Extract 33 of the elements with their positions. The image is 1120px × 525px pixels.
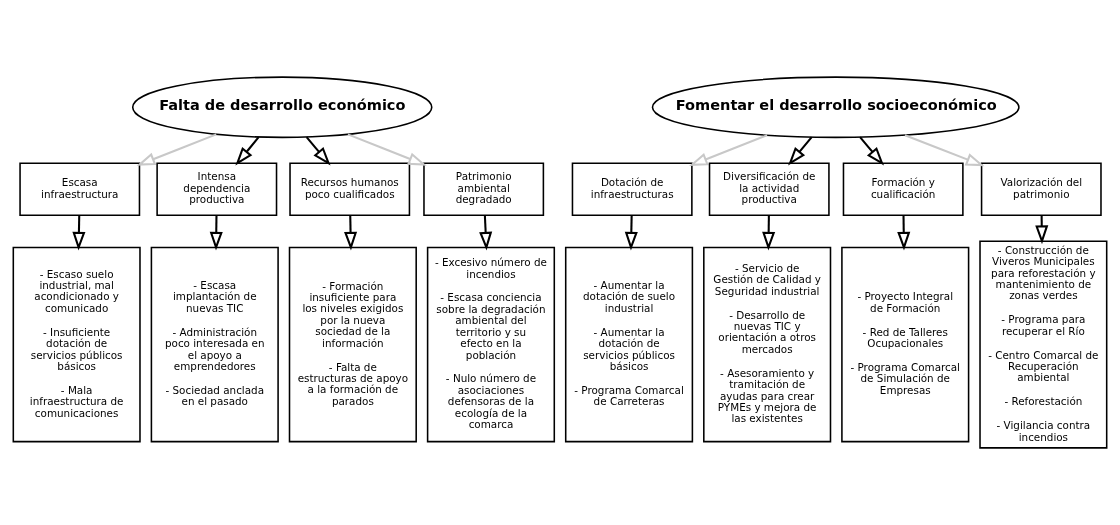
node-box: - Escasa implantación de nuevas TIC - Administración poco interesada en el apoyo a emprendedores - Sociedad anclada en el pasado xyxy=(150,246,279,443)
node-box: Recursos humanos poco cualificados xyxy=(289,162,411,217)
node-box: Diversificación de la actividad productiva xyxy=(708,162,830,217)
arrow xyxy=(305,136,331,166)
node-box: Escasa infraestructura xyxy=(19,162,141,217)
node-box: Formación y cualificación xyxy=(842,162,964,217)
node-ellipse: Fomentar el desarrollo socioeconómico xyxy=(651,76,1020,139)
node-box: Dotación de infraestructuras xyxy=(571,162,693,217)
arrow xyxy=(762,215,776,251)
node-box: - Servicio de Gestión de Calidad y Seguridad industrial - Desarrollo de nuevas TIC y orientación a otros mercados - Asesoramiento y tramitación de ayudas para crear PYMEs y mejora de las existentes xyxy=(703,246,832,443)
arrow xyxy=(235,136,260,166)
arrow xyxy=(689,134,768,166)
arrow xyxy=(344,215,358,251)
arrow xyxy=(347,133,427,166)
node-box: - Construcción de Viveros Municipales para reforestación y mantenimiento de zonas verdes - Programa para recuperar el Río - Centro Comarcal de Recuperación ambiental - Reforestación - Vigilancia contra incendios xyxy=(979,240,1108,449)
arrow xyxy=(904,134,985,167)
arrow xyxy=(72,215,86,251)
node-box: Valorización del patrimonio xyxy=(980,162,1102,217)
node-box: Intensa dependencia productiva xyxy=(156,162,278,217)
arrow xyxy=(209,215,223,251)
node-box: - Excesivo número de incendios - Escasa conciencia sobre la degradación ambiental del territorio y su efecto en la población - Nulo número de asociaciones defensoras de la ecología de la comarca xyxy=(426,246,556,443)
node-box: - Proyecto Integral de Formación - Red de Talleres Ocupacionales - Programa Comarcal de Simulación de Empresas xyxy=(841,246,970,443)
node-box: Patrimonio ambiental degradado xyxy=(423,162,545,217)
arrow xyxy=(136,133,217,166)
node-box: - Formación insuficiente para los niveles exigidos por la nueva sociedad de la información - Falta de estructuras de apoyo a la formación de parados xyxy=(288,246,417,443)
arrow xyxy=(479,215,493,251)
node-ellipse: Falta de desarrollo económico xyxy=(131,76,433,139)
arrow xyxy=(788,136,813,166)
arrow xyxy=(624,215,638,251)
node-box: - Escaso suelo industrial, mal acondicionado y comunicado - Insuficiente dotación de servicios públicos básicos - Mala infraestructura de comunicaciones xyxy=(12,246,141,443)
arrow xyxy=(859,136,884,166)
arrow xyxy=(897,215,911,251)
node-box: - Aumentar la dotación de suelo industrial - Aumentar la dotación de servicios públicos básicos - Programa Comarcal de Carreteras xyxy=(564,246,694,443)
